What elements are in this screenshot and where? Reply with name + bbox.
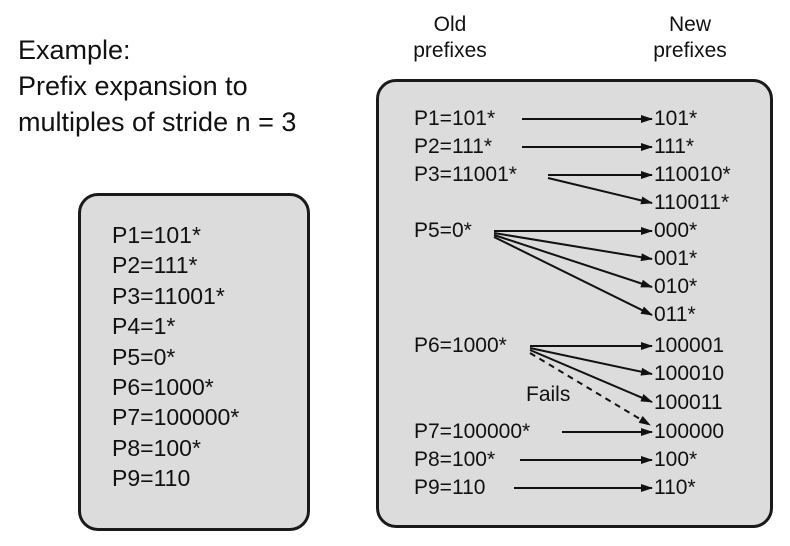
arrow bbox=[493, 236, 653, 316]
arrow bbox=[493, 232, 653, 262]
caption-line-1: Example: bbox=[18, 35, 131, 65]
old-prefix-p7: P7=100000* bbox=[414, 420, 531, 443]
prefix-table-item: P6=1000* bbox=[112, 374, 214, 401]
new-prefix: 110010* bbox=[654, 163, 731, 186]
prefix-table-item: P7=100000* bbox=[112, 404, 240, 431]
old-prefix-p1: P1=101* bbox=[414, 107, 496, 130]
arrow bbox=[529, 349, 653, 403]
expansion-box bbox=[376, 79, 773, 528]
old-prefix-p8: P8=100* bbox=[414, 448, 496, 471]
new-prefix: 100* bbox=[654, 448, 698, 471]
arrow bbox=[529, 347, 653, 376]
prefix-table-item: P4=1* bbox=[112, 313, 176, 340]
old-prefix-p9: P9=110 bbox=[414, 476, 486, 499]
new-prefix: 100011 bbox=[654, 391, 723, 414]
new-prefix: 001* bbox=[654, 247, 698, 270]
caption-line-2: Prefix expansion to bbox=[18, 71, 248, 101]
fails-label: Fails bbox=[526, 383, 571, 406]
new-prefix: 110* bbox=[654, 476, 696, 499]
caption-line-3: multiples of stride n = 3 bbox=[18, 107, 297, 137]
old-prefix-p5: P5=0* bbox=[414, 219, 472, 242]
prefix-table-item: P2=111* bbox=[112, 252, 198, 279]
new-prefix: 100010 bbox=[654, 362, 725, 385]
prefix-table: P1=101* P2=111* P3=11001* P4=1* P5=0* P6… bbox=[112, 220, 239, 494]
prefix-table-box bbox=[78, 193, 310, 531]
arrow bbox=[493, 234, 653, 288]
new-prefix: 101* bbox=[654, 107, 698, 130]
new-prefix: 100001 bbox=[654, 334, 725, 357]
old-prefix-p3: P3=11001* bbox=[414, 163, 517, 186]
arrow-fails bbox=[529, 352, 651, 426]
new-prefix: 111* bbox=[654, 135, 695, 158]
prefix-table-item: P9=110 bbox=[112, 465, 191, 492]
arrow bbox=[547, 177, 653, 205]
prefix-table-item: P1=101* bbox=[112, 222, 201, 248]
old-prefix-p6: P6=1000* bbox=[414, 334, 507, 357]
prefix-table-item: P8=100* bbox=[112, 434, 201, 461]
new-prefix: 000* bbox=[654, 219, 698, 242]
old-prefix-p2: P2=111* bbox=[414, 135, 493, 158]
new-prefix: 110011* bbox=[654, 191, 730, 214]
new-prefix: 100000 bbox=[654, 420, 725, 443]
new-prefix: 011* bbox=[654, 303, 696, 326]
prefix-table-item: P3=11001* bbox=[112, 282, 225, 309]
prefix-table-item: P5=0* bbox=[112, 343, 176, 370]
caption: Example: Prefix expansion to multiples o… bbox=[18, 32, 296, 140]
new-prefix: 010* bbox=[654, 275, 698, 298]
